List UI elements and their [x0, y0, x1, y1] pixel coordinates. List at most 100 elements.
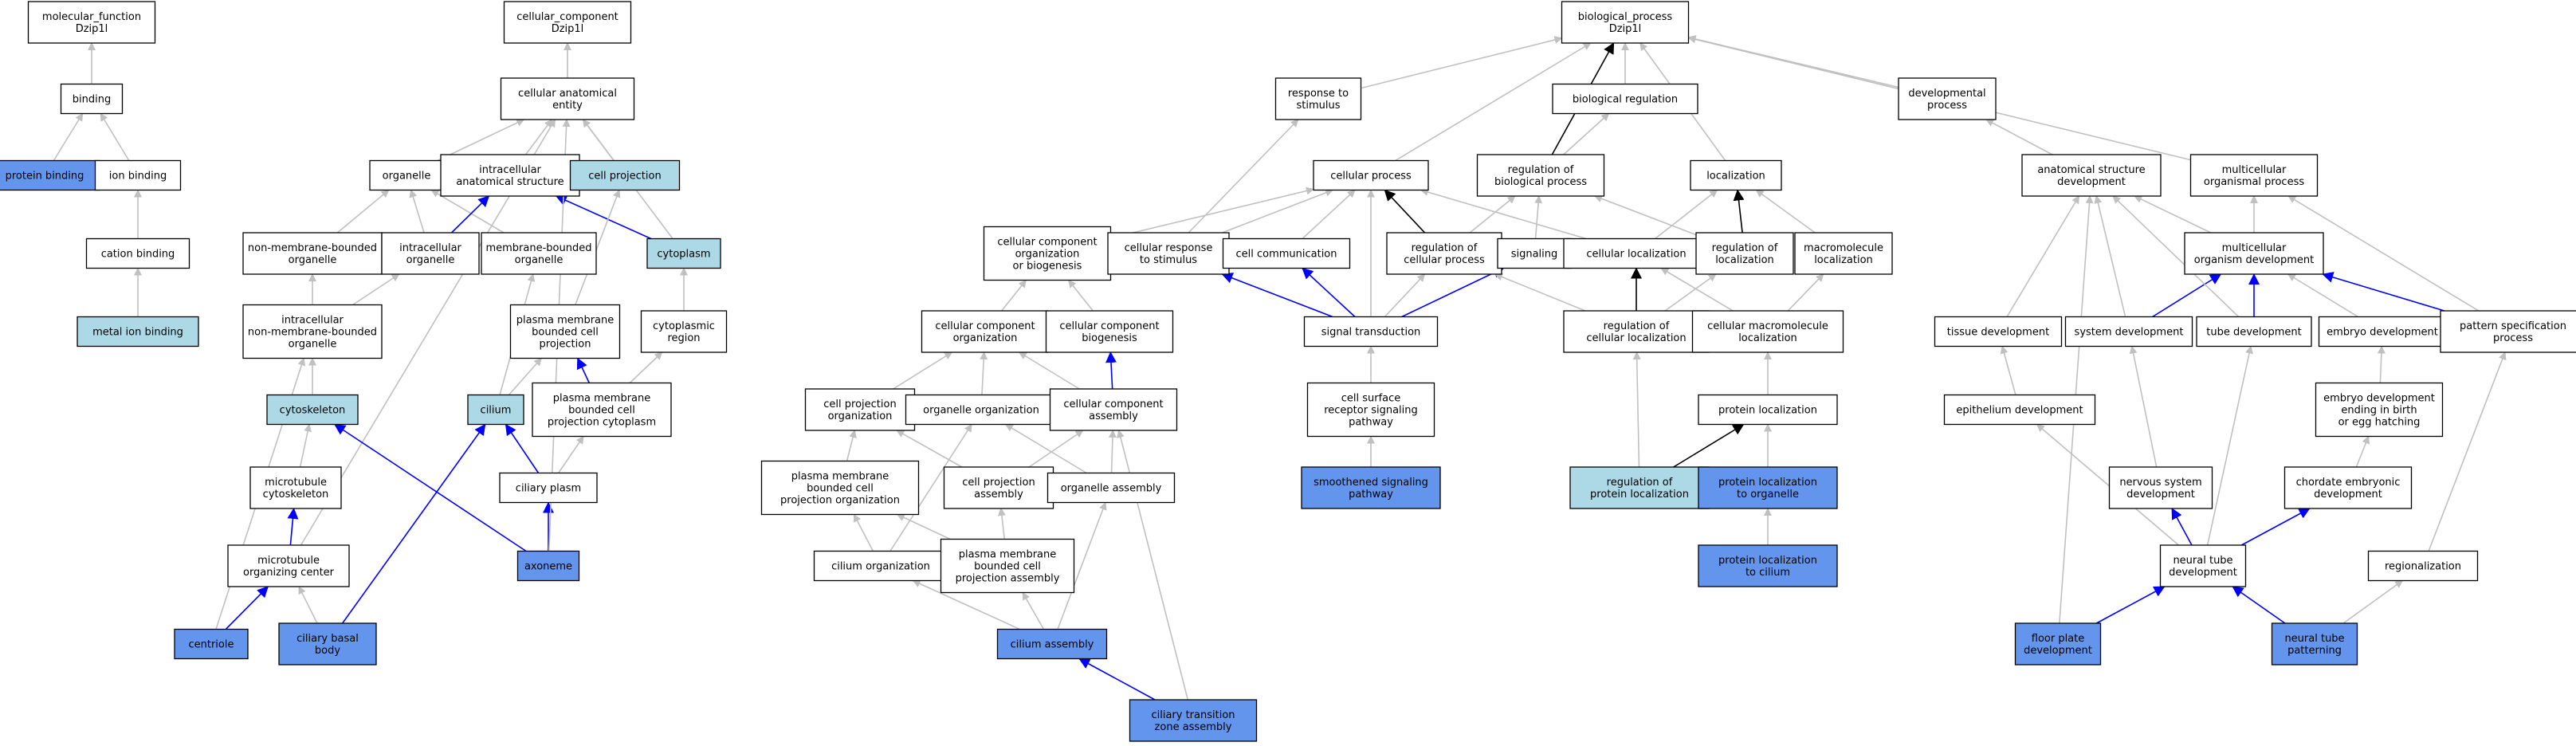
term-label: localization	[1738, 332, 1797, 344]
edge-is-a	[889, 423, 972, 552]
term-label: or biogenesis	[1013, 261, 1082, 273]
term-box	[2184, 232, 2324, 275]
term-box	[996, 628, 1108, 660]
edge-is-a	[2206, 345, 2253, 546]
term-box	[1698, 394, 1838, 426]
term-box	[2283, 466, 2413, 509]
edge-is-a	[896, 430, 963, 468]
term-label: centriole	[188, 639, 234, 651]
term-label: development	[2024, 645, 2092, 657]
term-box	[921, 310, 1050, 353]
term-label: macromolecule	[1804, 242, 1883, 254]
term-box	[381, 232, 480, 275]
term-label: projection	[540, 339, 591, 351]
term-label: molecular_function	[42, 11, 141, 23]
term-box	[60, 83, 124, 115]
term-label: entity	[552, 100, 583, 112]
term-label: cilium assembly	[1011, 639, 1094, 651]
term-node-sys-dev: system development	[2064, 316, 2193, 347]
term-box	[804, 388, 916, 431]
edge-part-of	[1078, 658, 1156, 701]
edge-is-a	[2129, 345, 2158, 468]
term-node-prot-loc: protein localization	[1698, 394, 1838, 426]
term-label: non-membrane-bounded	[248, 242, 377, 254]
term-label: cytoplasmic	[653, 320, 715, 332]
edge-is-a	[1001, 279, 1027, 312]
term-label: localization	[1814, 254, 1873, 266]
edge-is-a	[1108, 430, 1117, 473]
term-node-cytoskeleton: cytoskeleton	[266, 394, 359, 426]
edge-is-a	[409, 189, 425, 234]
term-label: cell projection	[823, 399, 896, 410]
term-box	[2196, 316, 2312, 347]
term-label: system development	[2075, 327, 2184, 339]
term-node-cell-projection: cell projection	[569, 159, 681, 191]
term-label: assembly	[1089, 410, 1138, 422]
term-node-ion-binding: ion binding	[94, 159, 182, 191]
term-label: cytoplasm	[657, 249, 710, 261]
term-label: cell projection	[588, 171, 661, 183]
term-label: development	[2126, 489, 2195, 501]
term-label: cellular component	[997, 237, 1097, 249]
edge-part-of	[555, 194, 652, 240]
term-box	[500, 77, 635, 120]
term-label: multicellular	[2222, 242, 2287, 254]
term-box	[2014, 622, 2102, 666]
term-box	[2108, 466, 2213, 509]
term-label: ending in birth	[2341, 405, 2417, 417]
edge-is-a	[1563, 112, 1610, 155]
term-label: body	[315, 645, 340, 657]
edge-is-a	[893, 351, 953, 390]
term-label: cytoskeleton	[280, 405, 346, 417]
edge-is-a	[846, 430, 857, 461]
term-label: signal transduction	[1321, 327, 1421, 339]
term-box	[0, 159, 100, 191]
term-node-regionalization: regionalization	[2367, 550, 2479, 582]
term-label: protein binding	[6, 171, 84, 183]
edge-part-of	[334, 423, 527, 552]
edge-is-a	[1664, 273, 1717, 312]
term-label: tube development	[2206, 327, 2301, 339]
term-label: cellular component	[1063, 399, 1163, 410]
term-label: organelle	[289, 254, 337, 266]
term-label: intracellular	[399, 242, 461, 254]
edge-is-a	[1469, 195, 1516, 234]
edge-part-of	[287, 508, 299, 546]
edge-part-of	[2095, 586, 2166, 624]
edge-part-of	[1401, 267, 1505, 318]
term-box	[1049, 388, 1178, 431]
term-node-tube-dev: tube development	[2196, 316, 2312, 347]
term-label: intracellular	[281, 315, 344, 327]
term-label: cell communication	[1235, 249, 1337, 261]
term-box	[227, 544, 350, 587]
term-node-inmbo: intracellularnon-membrane-boundedorganel…	[242, 304, 383, 359]
term-box	[1552, 83, 1698, 115]
term-label: organization	[828, 410, 893, 422]
term-box	[760, 460, 920, 516]
edge-is-a	[2112, 195, 2240, 318]
edge-is-a	[1534, 195, 1543, 239]
edge-is-a	[1755, 189, 1816, 234]
term-box	[242, 304, 383, 359]
edge-is-a	[1222, 189, 1333, 234]
term-label: ciliary transition	[1151, 709, 1235, 721]
term-box	[369, 159, 444, 191]
term-box	[516, 550, 580, 582]
term-box	[27, 1, 156, 44]
term-node-cell-loc: cellular localization	[1563, 238, 1710, 269]
term-label: regulation of	[1604, 320, 1670, 332]
term-label: multicellular	[2222, 164, 2287, 176]
term-label: Dzip1l	[1609, 23, 1642, 35]
